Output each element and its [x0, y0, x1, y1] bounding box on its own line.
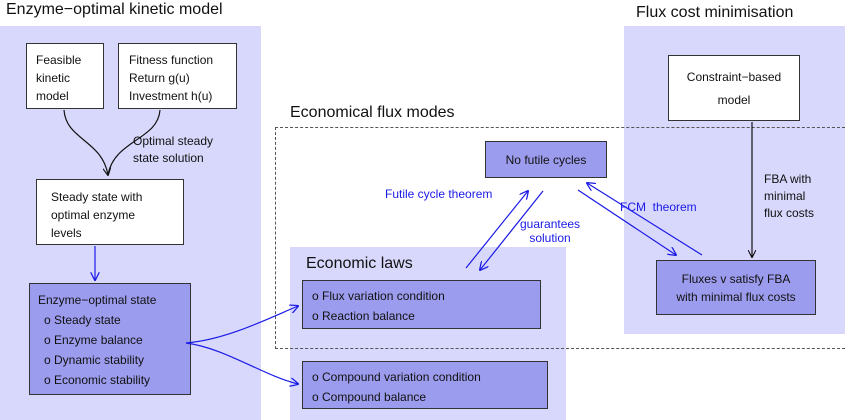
- fluxes-line-2: with minimal flux costs: [676, 290, 796, 304]
- steady-state-line-1: Steady state with: [51, 190, 143, 204]
- enzyme-optimal-state-box: Enzyme−optimal state o Steady state o En…: [29, 283, 191, 395]
- compound-box-line-2: o Compound balance: [312, 390, 427, 404]
- enzyme-optimal-item: o Steady state: [44, 313, 121, 327]
- guarantees-solution-label: guarantees solution: [520, 217, 580, 245]
- arrow-laws-to-no-futile: [465, 191, 528, 269]
- feasible-model-line-1: Feasible: [36, 53, 82, 67]
- arrow-no-futile-to-fluxes: [577, 189, 676, 255]
- arrow-no-futile-to-laws: [480, 190, 544, 270]
- enzyme-optimal-item: o Dynamic stability: [44, 353, 145, 367]
- economical-flux-modes-region: [275, 127, 845, 349]
- futile-cycle-theorem-label: Futile cycle theorem: [385, 187, 493, 201]
- steady-state-box: Steady state with optimal enzyme levels: [36, 179, 184, 245]
- guarantees-line-2: solution: [529, 231, 571, 245]
- constraint-line-2: model: [717, 93, 751, 107]
- flux-box-line-2: o Reaction balance: [312, 309, 415, 323]
- guarantees-line-1: guarantees: [520, 217, 581, 231]
- steady-state-line-2: optimal enzyme: [51, 208, 136, 222]
- fluxes-satisfy-fba-box: Fluxes v satisfy FBA with minimal flux c…: [656, 260, 816, 315]
- steady-state-line-3: levels: [51, 226, 82, 240]
- fitness-function-line-3: Investment h(u): [129, 89, 213, 103]
- feasible-model-line-3: model: [36, 89, 69, 103]
- enzyme-optimal-item: o Economic stability: [44, 373, 151, 387]
- optimal-label-line-1: Optimal steady: [133, 134, 214, 148]
- optimal-label-line-2: state solution: [133, 151, 204, 165]
- compound-variation-box: o Compound variation condition o Compoun…: [302, 361, 548, 409]
- fitness-function-line-1: Fitness function: [129, 53, 214, 67]
- fba-minimal-flux-costs-label: FBA with minimal flux costs: [764, 171, 814, 222]
- economic-laws-title: Economic laws: [306, 255, 413, 272]
- compound-box-line-1: o Compound variation condition: [312, 370, 481, 384]
- fitness-function-box: Fitness function Return g(u) Investment …: [118, 43, 237, 109]
- enzyme-optimal-item: o Enzyme balance: [44, 333, 143, 347]
- arrow-feasible-to-steady: [63, 109, 108, 175]
- feasible-model-line-2: kinetic: [36, 71, 71, 85]
- arrow-fitness-to-steady: [107, 109, 161, 176]
- constraint-based-model-box: Constraint−based model: [668, 55, 800, 121]
- no-futile-cycles-box: No futile cycles: [485, 141, 607, 178]
- left-panel-title: Enzyme−optimal kinetic model: [6, 1, 223, 18]
- fba-label-line-2: minimal: [764, 189, 806, 203]
- fcm-theorem-label: FCM theorem: [620, 200, 697, 214]
- fitness-function-line-2: Return g(u): [129, 71, 190, 85]
- economical-flux-modes-title: Economical flux modes: [290, 104, 455, 121]
- fluxes-line-1: Fluxes v satisfy FBA: [681, 272, 791, 286]
- fba-label-line-3: flux costs: [764, 206, 815, 220]
- flux-variation-box: o Flux variation condition o Reaction ba…: [302, 280, 541, 329]
- feasible-kinetic-model-box: Feasible kinetic model: [26, 43, 104, 109]
- arrow-enzyme-to-flux-box: [185, 306, 298, 344]
- arrow-fluxes-to-no-futile: [587, 183, 703, 256]
- enzyme-optimal-state-title: Enzyme−optimal state: [38, 293, 157, 307]
- right-panel-title: Flux cost minimisation: [636, 4, 794, 21]
- flux-box-line-1: o Flux variation condition: [312, 289, 445, 303]
- fba-label-line-1: FBA with: [764, 172, 812, 186]
- constraint-line-1: Constraint−based: [686, 70, 782, 84]
- optimal-steady-state-label: Optimal steady state solution: [133, 133, 213, 167]
- arrow-enzyme-to-compound-box: [185, 342, 298, 384]
